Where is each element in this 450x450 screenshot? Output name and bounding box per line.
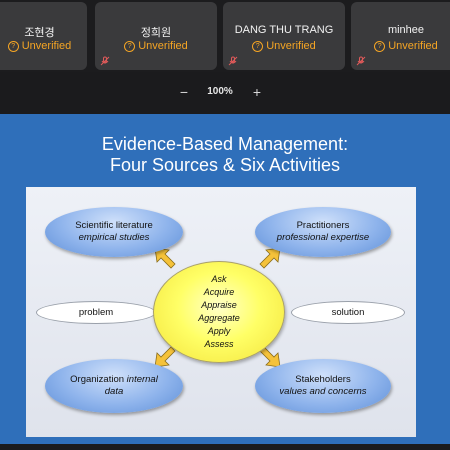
solution-label: solution	[331, 306, 365, 318]
zoom-controls: − 100% +	[0, 72, 450, 114]
mic-muted-icon	[228, 56, 238, 66]
problem-label: problem	[78, 306, 114, 318]
source-sublabel: empirical studies	[78, 232, 150, 243]
status-text: Unverified	[266, 40, 316, 52]
participant-strip: 조현경 ?Unverified 정희원 ?Unverified DANG THU…	[0, 0, 450, 72]
source-label-part: Organization	[70, 374, 127, 385]
source-label: Organization internal	[70, 374, 158, 386]
activity-item: Ask	[211, 274, 227, 284]
bottom-bar	[0, 444, 450, 450]
zoom-in-button[interactable]: +	[252, 84, 262, 100]
participant-tile[interactable]: minhee ?Unverified	[351, 2, 450, 70]
source-organization: Organization internal data	[45, 359, 183, 413]
verification-status: ?Unverified	[351, 40, 450, 52]
question-icon: ?	[124, 41, 136, 52]
shared-slide: Evidence-Based Management: Four Sources …	[0, 114, 450, 444]
activities-oval: Ask Acquire Appraise Aggregate Apply Ass…	[153, 261, 285, 363]
source-label: Practitioners	[296, 220, 350, 231]
status-text: Unverified	[388, 40, 438, 52]
participant-tile[interactable]: 정희원 ?Unverified	[95, 2, 217, 70]
zoom-out-button[interactable]: −	[179, 84, 189, 100]
source-sublabel: data	[104, 386, 124, 397]
arrow-icon	[259, 247, 281, 269]
question-icon: ?	[7, 41, 19, 52]
title-line-1: Evidence-Based Management:	[101, 134, 349, 154]
verification-status: ?Unverified	[223, 40, 345, 52]
source-label: Stakeholders	[295, 374, 351, 385]
arrow-icon	[154, 247, 176, 269]
participant-tile[interactable]: DANG THU TRANG ?Unverified	[223, 2, 345, 70]
participant-tile[interactable]: 조현경 ?Unverified	[0, 2, 87, 70]
status-text: Unverified	[21, 40, 72, 52]
source-sublabel: values and concerns	[279, 386, 367, 397]
source-stakeholders: Stakeholders values and concerns	[255, 359, 391, 413]
activity-item: Assess	[204, 339, 234, 349]
participant-name: 정희원	[140, 27, 172, 39]
activity-item: Appraise	[201, 300, 237, 310]
source-scientific-literature: Scientific literature empirical studies	[45, 207, 183, 257]
source-sublabel: professional expertise	[276, 232, 370, 243]
zoom-level: 100%	[207, 86, 233, 97]
status-text: Unverified	[138, 40, 188, 52]
title-line-2: Four Sources & Six Activities	[109, 155, 341, 175]
source-label: Scientific literature	[75, 220, 153, 231]
mic-muted-icon	[356, 56, 366, 66]
participant-name: minhee	[387, 24, 425, 36]
activity-item: Aggregate	[198, 313, 240, 323]
participant-name: DANG THU TRANG	[234, 24, 334, 36]
slide-title: Evidence-Based Management: Four Sources …	[0, 134, 450, 176]
source-label-part: internal	[126, 374, 158, 385]
question-icon: ?	[252, 41, 264, 52]
verification-status: ?Unverified	[0, 40, 87, 52]
activity-item: Apply	[207, 326, 231, 336]
verification-status: ?Unverified	[95, 40, 217, 52]
problem-oval: problem	[36, 301, 156, 324]
participant-name: 조현경	[24, 27, 55, 39]
solution-oval: solution	[291, 301, 405, 324]
source-practitioners: Practitioners professional expertise	[255, 207, 391, 257]
question-icon: ?	[374, 41, 386, 52]
diagram-panel: Scientific literature empirical studies …	[26, 187, 416, 437]
mic-muted-icon	[100, 56, 110, 66]
activity-item: Acquire	[203, 287, 235, 297]
